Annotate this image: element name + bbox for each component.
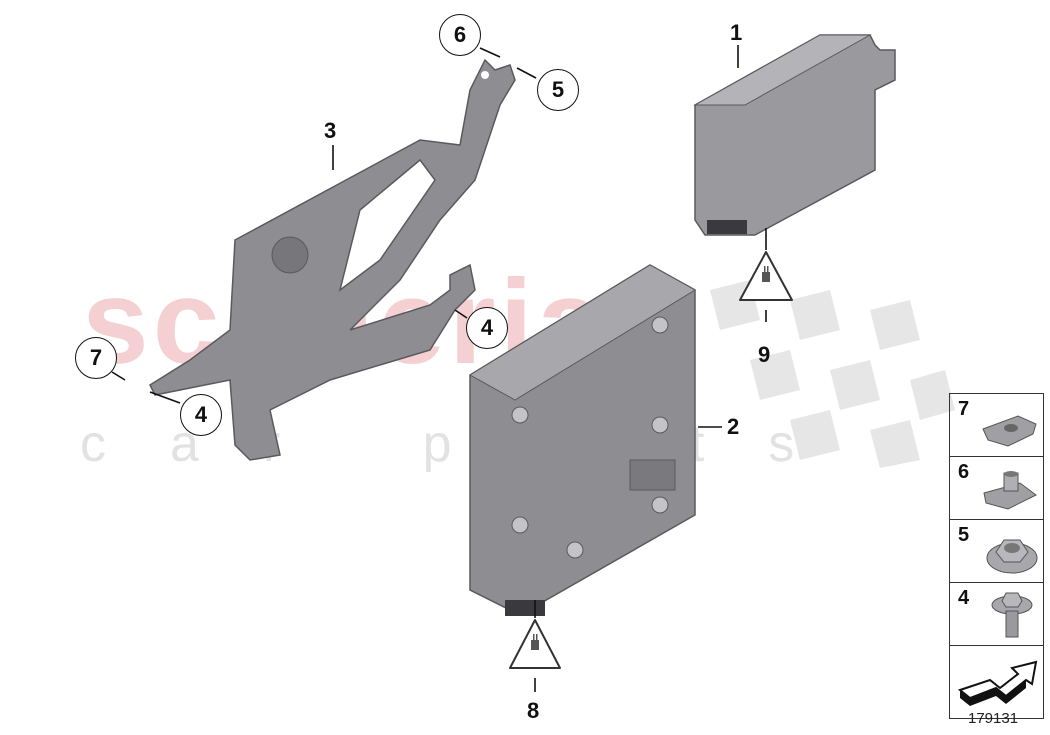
spring-nut-icon: [982, 415, 1037, 447]
legend-item-7[interactable]: 7: [950, 394, 1043, 457]
legend-item-5[interactable]: 5: [950, 520, 1043, 583]
control-unit-part-1[interactable]: [685, 20, 905, 260]
bracket-part-3[interactable]: [130, 50, 530, 480]
callout-7[interactable]: 7: [75, 337, 117, 379]
connector-warning-icon: [529, 640, 541, 656]
legend-item-4[interactable]: 4: [950, 583, 1043, 646]
diagram-code: 179131: [968, 710, 1019, 727]
arrow-icon: [957, 660, 1038, 706]
part-label-1[interactable]: 1: [730, 20, 743, 45]
part-label-2[interactable]: 2: [727, 414, 740, 439]
callout-5[interactable]: 5: [537, 69, 579, 111]
part-label-9[interactable]: 9: [758, 342, 771, 367]
control-unit-part-2[interactable]: [460, 260, 700, 620]
legend-item-6[interactable]: 6: [950, 457, 1043, 520]
connector-warning-icon: [760, 272, 772, 288]
part-label-8[interactable]: 8: [527, 698, 540, 723]
callout-4-right[interactable]: 4: [466, 307, 508, 349]
callout-6[interactable]: 6: [439, 14, 481, 56]
flange-nut-icon: [986, 539, 1038, 574]
clip-nut-icon: [983, 471, 1037, 510]
legend-item-arrow[interactable]: [950, 646, 1043, 718]
fastener-legend: 7 6 5 4: [949, 393, 1044, 719]
checker-decoration: [710, 280, 955, 468]
part-label-3[interactable]: 3: [324, 118, 337, 143]
flange-bolt-icon: [991, 592, 1033, 638]
callout-4-left[interactable]: 4: [180, 394, 222, 436]
